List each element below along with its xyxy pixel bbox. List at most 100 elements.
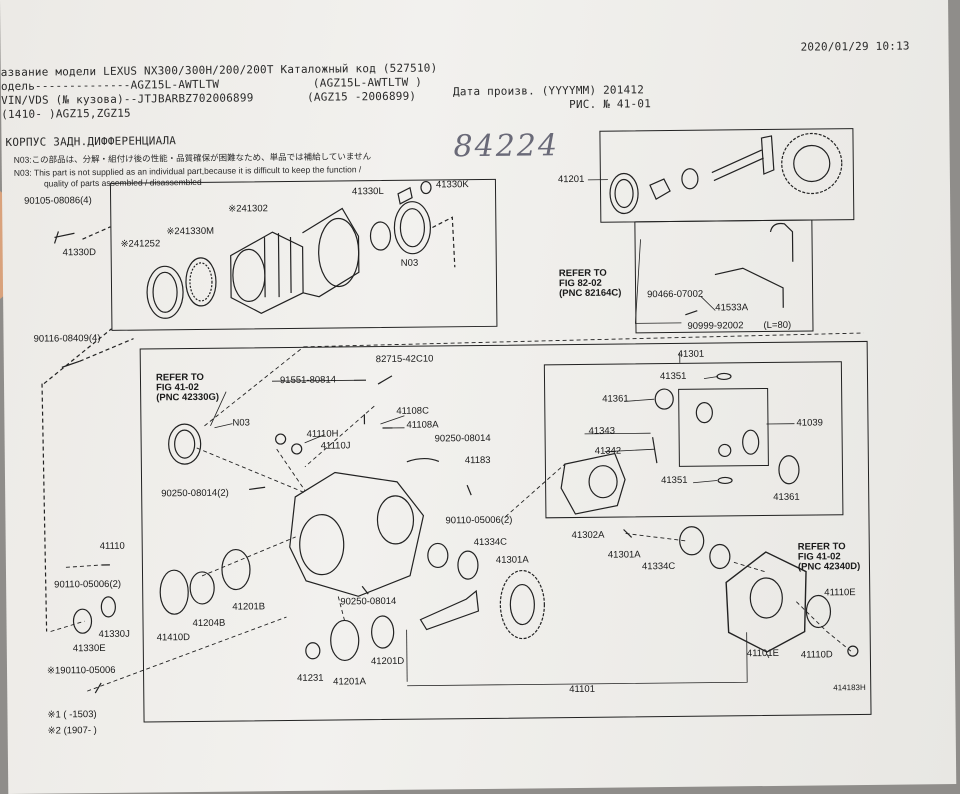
label-41361-b: 41361 bbox=[773, 491, 800, 503]
label-41351-a: 41351 bbox=[659, 370, 687, 383]
label-41334C-2: 41334C bbox=[641, 560, 676, 573]
label-l80: (L=80) bbox=[763, 319, 792, 332]
label-41330D: 41330D bbox=[62, 247, 96, 259]
label-41231: 41231 bbox=[297, 672, 324, 684]
label-41201A: 41201A bbox=[333, 676, 366, 688]
label-41330E: 41330E bbox=[72, 642, 106, 655]
label-90999: 90999-92002 bbox=[687, 320, 744, 332]
footnote-2: ※2 (1907- ) bbox=[47, 725, 97, 737]
bearing-41301A2 bbox=[679, 526, 705, 556]
label-90250-b: 90250-08014(2) bbox=[161, 487, 229, 500]
o-ring-41330L bbox=[369, 221, 392, 251]
seal-ring-left bbox=[146, 265, 184, 319]
label-90116: 90116-08409(4) bbox=[33, 332, 101, 345]
bolt-90105 bbox=[53, 231, 75, 244]
pinion-gear bbox=[695, 402, 713, 424]
side-gear bbox=[742, 429, 760, 455]
plug-41110H bbox=[275, 433, 287, 445]
label-41039: 41039 bbox=[796, 417, 823, 429]
label-91551: 91551-80814 bbox=[279, 374, 337, 387]
seal-41201D bbox=[371, 615, 395, 649]
washer-41334C bbox=[427, 542, 449, 569]
thrust-washer-41361b bbox=[778, 455, 800, 485]
figure-id: 414183H bbox=[833, 682, 866, 693]
label-90110-a: 90110-05006(2) bbox=[445, 514, 513, 527]
seal-42330G bbox=[168, 423, 202, 465]
label-41204B: 41204B bbox=[192, 617, 226, 630]
refer-42340D-c: (PNC 42340D) bbox=[797, 561, 861, 573]
thrust-washer-41361 bbox=[654, 388, 674, 410]
pin-41343 bbox=[652, 437, 658, 464]
label-90110-b: 90110-05006(2) bbox=[54, 578, 122, 591]
pinion-shaft bbox=[711, 135, 775, 182]
label-41110D: 41110D bbox=[800, 649, 833, 661]
bearing-cone bbox=[649, 178, 671, 200]
label-41533A: 41533A bbox=[715, 302, 749, 314]
connector-82715 bbox=[377, 375, 393, 385]
label-41301A: 41301A bbox=[495, 554, 529, 566]
label-190110: ※190110-05006 bbox=[46, 664, 116, 677]
hose-41183 bbox=[406, 457, 440, 463]
bearing-41410D bbox=[159, 569, 189, 615]
diff-carrier-housing bbox=[289, 471, 425, 597]
label-41183: 41183 bbox=[464, 454, 491, 467]
label-241252: ※241252 bbox=[120, 238, 161, 250]
washer-41334C2 bbox=[709, 543, 731, 570]
breather-pipe bbox=[769, 222, 794, 262]
label-41201B: 41201B bbox=[232, 601, 266, 613]
label-41201D: 41201D bbox=[370, 655, 405, 668]
washer-41351 bbox=[716, 372, 732, 381]
plug-41110J bbox=[291, 443, 303, 455]
refer-41-02-c: (PNC 42330G) bbox=[156, 391, 220, 404]
rear-cover bbox=[725, 551, 807, 653]
race-41201B bbox=[221, 548, 251, 591]
label-90250-a: 90250-08014 bbox=[434, 432, 491, 445]
label-41410D: 41410D bbox=[156, 632, 191, 644]
label-90250-c: 90250-08014 bbox=[340, 595, 397, 608]
label-41101E: 41101E bbox=[746, 647, 780, 660]
label-41343: 41343 bbox=[588, 425, 616, 437]
breather-hose bbox=[714, 267, 784, 308]
race-41201A bbox=[330, 619, 360, 662]
label-41330J: 41330J bbox=[98, 628, 130, 641]
label-41110H: 41110H bbox=[306, 428, 339, 440]
spring-41330K bbox=[397, 186, 413, 205]
label-41108C: 41108C bbox=[396, 405, 429, 417]
refer-82-02-c: (PNC 82164C) bbox=[559, 287, 622, 300]
nut-41231 bbox=[305, 642, 321, 660]
cover-housing bbox=[230, 231, 304, 314]
label-41351-b: 41351 bbox=[661, 474, 688, 487]
label-41101: 41101 bbox=[569, 683, 596, 696]
label-41110J: 41110J bbox=[320, 440, 351, 452]
drive-pinion bbox=[419, 589, 480, 631]
label-41301: 41301 bbox=[677, 348, 705, 360]
label-41110: 41110 bbox=[99, 540, 125, 552]
label-41330K: 41330K bbox=[435, 179, 469, 191]
bolt-190110 bbox=[94, 682, 102, 694]
label-82715: 82715-42C10 bbox=[375, 353, 434, 366]
clip-90466 bbox=[685, 310, 698, 316]
label-41330L: 41330L bbox=[351, 185, 384, 198]
label-41342: 41342 bbox=[594, 445, 622, 457]
label-n03-mid: N03 bbox=[232, 417, 250, 429]
bolt-41110D bbox=[847, 645, 859, 657]
label-241330M: ※241330M bbox=[166, 225, 215, 238]
ring-gear-top bbox=[781, 132, 843, 195]
label-41110E: 41110E bbox=[824, 587, 856, 599]
bearing-race bbox=[681, 168, 699, 190]
label-41108A: 41108A bbox=[406, 419, 439, 431]
label-41361-a: 41361 bbox=[602, 393, 629, 405]
label-90105: 90105-08086(4) bbox=[24, 195, 92, 207]
label-41201: 41201 bbox=[557, 173, 585, 186]
footnote-1: ※1 ( -1503) bbox=[47, 709, 97, 721]
seal-41201 bbox=[609, 172, 639, 215]
ring-gear bbox=[499, 569, 545, 640]
gasket-ring bbox=[185, 257, 217, 307]
seal-41330L bbox=[393, 201, 432, 255]
label-41334C: 41334C bbox=[473, 536, 508, 549]
label-41301A-2: 41301A bbox=[607, 549, 641, 561]
label-n03-top: N03 bbox=[400, 257, 419, 269]
label-41302A: 41302A bbox=[571, 529, 605, 542]
